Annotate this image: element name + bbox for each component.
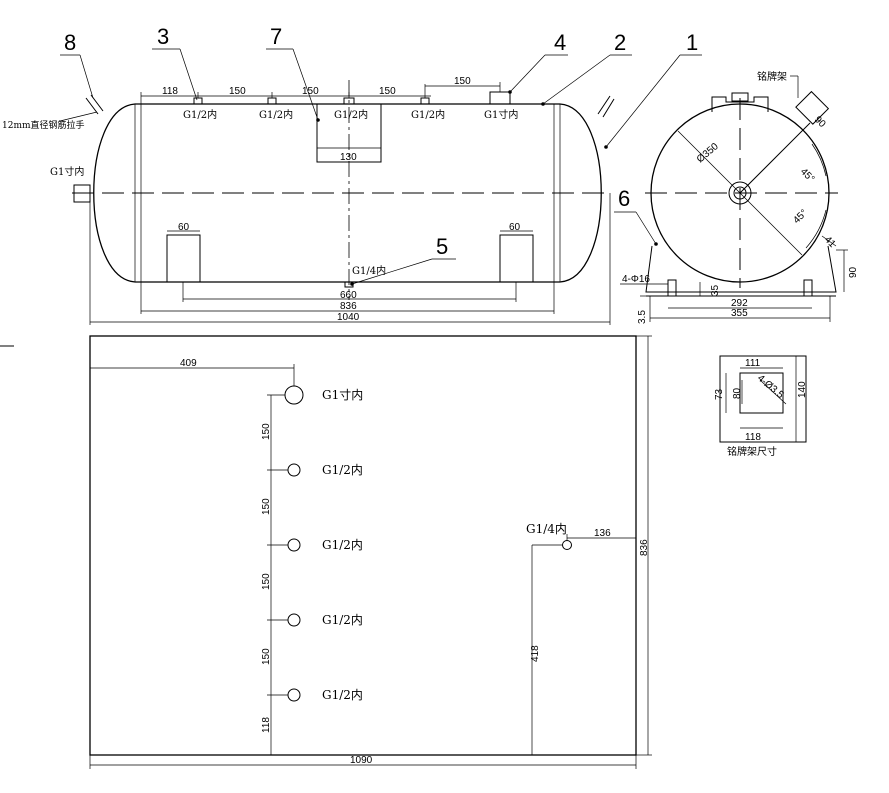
svg-text:1090: 1090 [350,755,373,766]
svg-text:150: 150 [261,423,272,440]
bottom-port-label: G1/4内 [352,264,386,277]
svg-text:90: 90 [812,114,828,130]
svg-text:409: 409 [180,358,197,369]
svg-text:118: 118 [261,717,272,733]
saddle-right [499,234,534,283]
svg-text:111: 111 [745,358,761,369]
svg-text:418: 418 [530,645,541,662]
plan-port-2 [287,463,301,477]
end-port-label: G1寸内 [50,165,84,178]
top-port-label-3: G1/2内 [334,108,368,121]
svg-text:Ø350: Ø350 [695,141,721,165]
plan-port-4 [287,613,301,627]
svg-text:836: 836 [639,539,650,556]
plan-port-label-5: G1/2内 [322,688,363,702]
part-number-6: 6 [618,186,630,211]
plate-detail: 111 73 80 4-Ø3.5 140 118 铭牌架尺寸 [714,355,808,458]
saddle-left [166,234,201,283]
svg-text:90: 90 [848,266,859,278]
plan-outline [89,335,637,756]
nameplate-bracket [316,103,382,163]
svg-text:45°: 45° [798,166,816,184]
holes-label: 4-Φ16 [622,274,650,285]
side-view: G1寸内 12mm直径钢筋拉手 G1/2内 G1/2内 G1/2内 G1/2内 … [0,24,702,347]
svg-text:355: 355 [731,308,748,319]
svg-text:73: 73 [714,388,725,400]
svg-text:292: 292 [731,298,748,309]
handle-right [597,95,611,115]
svg-text:45°: 45° [791,208,809,226]
end-nameplate [795,90,830,125]
plate-outline [719,355,807,443]
svg-text:150: 150 [261,498,272,515]
plan-port-right [562,540,572,550]
part-number-1: 1 [686,30,698,55]
top-port-label-2: G1/2内 [259,108,293,121]
part-number-8: 8 [64,30,76,55]
svg-text:60: 60 [509,222,521,233]
svg-text:35: 35 [710,284,721,296]
svg-text:150: 150 [261,573,272,590]
top-port-label-4: G1/2内 [411,108,445,121]
plan-port-right-label: G1/4内 [526,522,567,536]
svg-text:118: 118 [162,86,178,97]
nameplate-label: 铭牌架 [757,70,787,83]
svg-text:130: 130 [340,152,357,163]
part-number-7: 7 [270,24,282,49]
handle-label: 12mm直径钢筋拉手 [2,119,85,131]
top-nozzle-5 [489,91,511,105]
plan-port-label-4: G1/2内 [322,613,363,627]
svg-text:150: 150 [229,86,246,97]
plate-caption: 铭牌架尺寸 [727,445,777,458]
svg-text:150: 150 [454,76,471,87]
svg-text:140: 140 [797,381,808,398]
end-saddle [645,245,837,293]
top-nozzle-1 [193,97,203,105]
plan-port-label-2: G1/2内 [322,463,363,477]
top-handle [711,96,769,112]
svg-text:3.5: 3.5 [637,310,648,324]
svg-text:60: 60 [178,222,190,233]
svg-text:660: 660 [340,290,357,301]
part-number-2: 2 [614,30,626,55]
top-nozzle-4 [420,97,430,105]
handle [85,97,99,115]
svg-text:150: 150 [379,86,396,97]
svg-text:80: 80 [732,387,743,399]
svg-text:150: 150 [261,648,272,665]
part-number-4: 4 [554,30,566,55]
svg-text:1040: 1040 [337,312,360,323]
plan-port-label-1: G1寸内 [322,388,363,402]
svg-text:4-Ø3.5: 4-Ø3.5 [755,373,786,401]
part-number-5: 5 [436,234,448,259]
svg-text:150: 150 [302,86,319,97]
top-port-label-1: G1/2内 [183,108,217,121]
top-port-label-5: G1寸内 [484,108,518,121]
plan-port-1 [284,385,304,405]
svg-text:41: 41 [822,234,838,250]
svg-text:836: 836 [340,301,357,312]
center-port [728,181,752,205]
plan-port-3 [287,538,301,552]
plan-view: 409 G1寸内 G1/2内 G1/2内 G1/2内 G1/2内 150 150… [89,335,652,769]
part-number-3: 3 [157,24,169,49]
svg-text:118: 118 [745,432,761,443]
plan-port-5 [287,688,301,702]
plan-port-label-3: G1/2内 [322,538,363,552]
end-port-stub [73,184,91,203]
svg-text:136: 136 [594,528,611,539]
top-nozzle-2 [267,97,277,105]
end-view: Ø350 90 铭牌架 45° 45° 41 90 4-Φ16 35 292 [620,70,859,324]
